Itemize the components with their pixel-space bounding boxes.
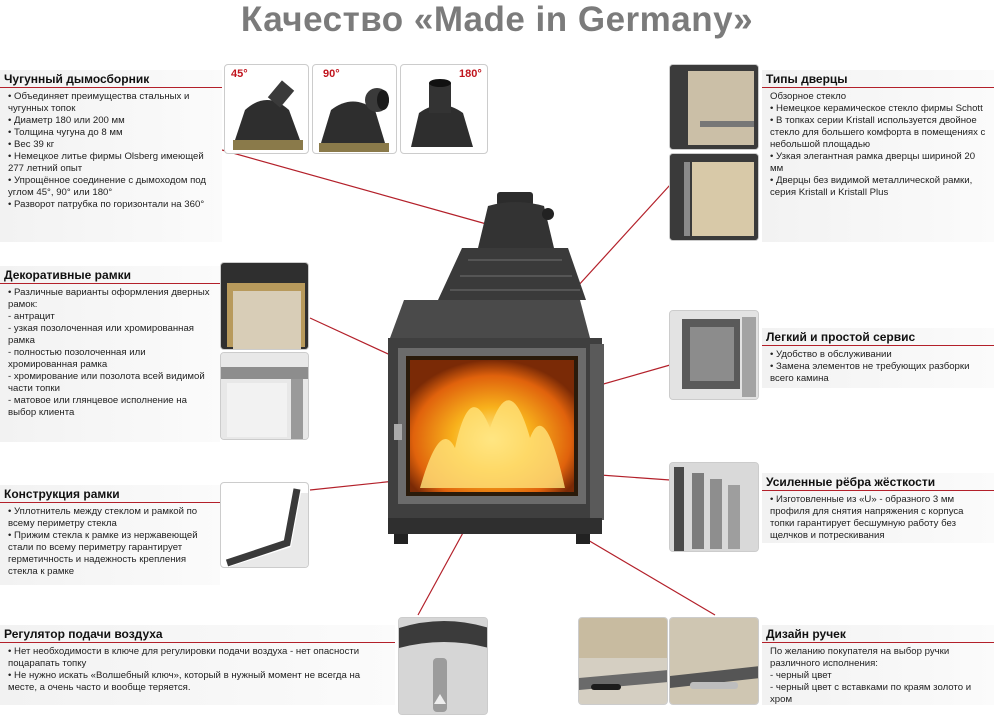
ribs-image [669, 462, 759, 552]
list-item: • Узкая элегантная рамка дверцы шириной … [770, 151, 976, 174]
smoke-collector-title: Чугунный дымосборник [0, 70, 222, 88]
list-item: • Немецкое керамическое стекло фирмы Sch… [770, 103, 983, 114]
handle-chrome-image [669, 617, 759, 705]
door-panorama-image [669, 64, 759, 150]
list-item: • Нет необходимости в ключе для регулиро… [8, 646, 360, 669]
list-item: • Замена элементов не требующих разборки… [770, 361, 970, 384]
easy-service-title: Легкий и простой сервис [762, 328, 994, 346]
list-item: - черный цвет [770, 670, 832, 681]
fireplace-illustration [388, 192, 604, 544]
reinforced-ribs-title: Усиленные рёбра жёсткости [762, 473, 994, 491]
frame-gold-drawing [221, 263, 308, 349]
list-item: • Толщина чугуна до 8 мм [8, 127, 123, 138]
decorative-frames-title: Декоративные рамки [0, 266, 220, 284]
list-item: • Изготовленные из «U» - образного 3 мм … [770, 494, 964, 541]
air-regulator-image [398, 617, 488, 715]
collector-45-drawing [233, 80, 303, 150]
frame-construction-image [220, 482, 309, 568]
handle-chrome-drawing [670, 618, 758, 704]
door-types-panel: Типы дверцы Обзорное стекло • Немецкое к… [762, 70, 994, 242]
smoke-collector-panel: Чугунный дымосборник • Объединяет преиму… [0, 70, 222, 242]
decorative-frames-panel: Декоративные рамки • Различные варианты … [0, 266, 220, 442]
ribs-drawing [670, 463, 758, 551]
service-image [669, 310, 759, 400]
list-item: • Объединяет преимущества стальных и чуг… [8, 91, 190, 114]
air-regulator-panel: Регулятор подачи воздуха • Нет необходим… [0, 625, 395, 705]
list-item: • Немецкое литье фирмы Olsberg имеющей 2… [8, 151, 204, 174]
angle-label: 90° [323, 68, 340, 80]
frame-gold-image [220, 262, 309, 350]
list-item: - черный цвет с вставками по краям золот… [770, 682, 972, 705]
handle-black-image [578, 617, 668, 705]
angle-label: 45° [231, 68, 248, 80]
service-drawing [670, 311, 758, 399]
handle-design-panel: Дизайн ручек По желанию покупателя на вы… [762, 625, 994, 705]
list-item: • Вес 39 кг [8, 139, 55, 150]
smoke-collector-90-image: 90° [312, 64, 397, 154]
list-item: • Прижим стекла к рамке из нержавеющей с… [8, 530, 198, 577]
air-regulator-title: Регулятор подачи воздуха [0, 625, 395, 643]
list-item: • Не нужно искать «Волшебный ключ», кото… [8, 670, 361, 693]
list-item: По желанию покупателя на выбор ручки раз… [770, 646, 950, 669]
list-item: • Разворот патрубка по горизонтали на 36… [8, 199, 205, 210]
door-handle [394, 424, 402, 440]
list-item: - антрацит [8, 311, 55, 322]
list-item: • Диаметр 180 или 200 мм [8, 115, 125, 126]
handle-black-drawing [579, 618, 667, 704]
list-item: - матовое или глянцевое исполнение на вы… [8, 395, 187, 418]
door-double-glass-drawing [670, 154, 758, 240]
list-item: • В топках серии Kristall используется д… [770, 115, 986, 150]
list-item: • Дверцы без видимой металлической рамки… [770, 175, 973, 198]
door-types-title: Типы дверцы [762, 70, 994, 88]
page-title: Качество «Made in Germany» [240, 0, 754, 39]
angle-label: 180° [459, 68, 482, 80]
frame-construction-panel: Конструкция рамки • Уплотнитель между ст… [0, 485, 220, 585]
smoke-collector [438, 248, 586, 300]
door-double-glass-image [669, 153, 759, 241]
list-item: - хромирование или позолота всей видимой… [8, 371, 205, 394]
list-item: • Упрощённое соединение с дымоходом под … [8, 175, 207, 198]
list-item: • Удобство в обслуживании [770, 349, 892, 360]
list-item: • Различные варианты оформления дверных … [8, 287, 210, 310]
smoke-collector-180-image: 180° [400, 64, 488, 154]
easy-service-panel: Легкий и простой сервис • Удобство в обс… [762, 328, 994, 388]
reinforced-ribs-panel: Усиленные рёбра жёсткости • Изготовленны… [762, 473, 994, 543]
list-item: • Уплотнитель между стеклом и рамкой по … [8, 506, 198, 529]
air-regulator-drawing [399, 618, 487, 714]
door-panorama-drawing [670, 65, 758, 149]
collector-90-drawing [319, 88, 389, 152]
frame-construction-drawing [225, 488, 308, 567]
list-item: - узкая позолоченная или хромированная р… [8, 323, 194, 346]
list-item: Обзорное стекло [770, 91, 847, 102]
handle-design-title: Дизайн ручек [762, 625, 994, 643]
list-item: - полностью позолоченная или хромированн… [8, 347, 146, 370]
collector-180-drawing [411, 79, 473, 147]
frame-construction-title: Конструкция рамки [0, 485, 220, 503]
frame-chrome-image [220, 352, 309, 440]
frame-chrome-drawing [221, 353, 308, 439]
smoke-collector-45-image: 45° [224, 64, 309, 154]
